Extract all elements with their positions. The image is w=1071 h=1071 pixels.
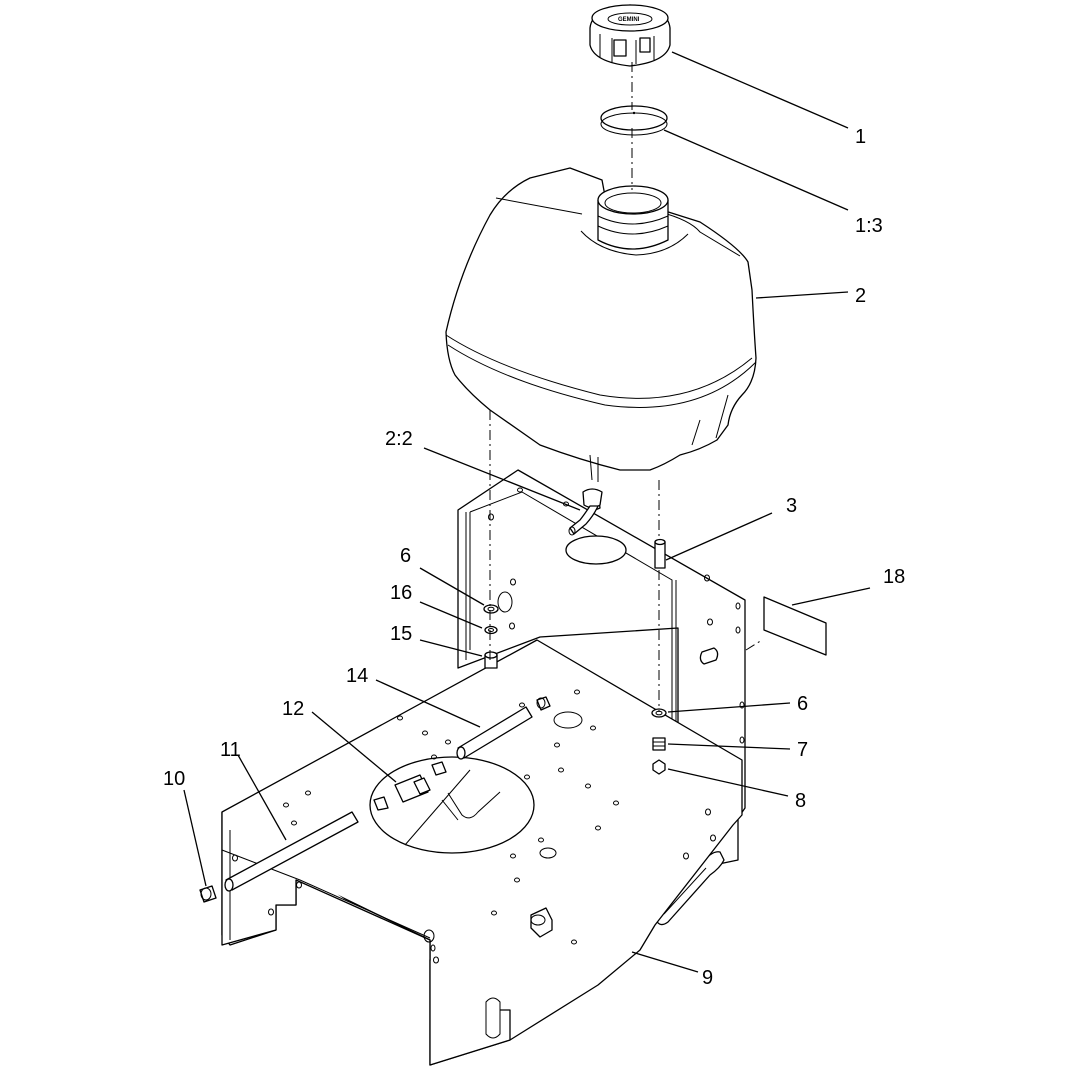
fuel-tank bbox=[445, 167, 757, 482]
cap-seal-disc bbox=[600, 105, 668, 136]
rear-wall-holes bbox=[488, 487, 745, 860]
frame-front-skirt bbox=[221, 812, 511, 1066]
left-fasteners bbox=[483, 604, 499, 669]
right-fasteners bbox=[651, 708, 667, 775]
frame-assembly bbox=[221, 469, 746, 1066]
alignment-lines bbox=[489, 62, 763, 712]
callout-2-2: 2:2 bbox=[385, 428, 413, 450]
base-holes bbox=[232, 689, 619, 964]
callout-15: 15 bbox=[390, 623, 412, 645]
callout-16: 16 bbox=[390, 582, 412, 604]
base-cutout bbox=[369, 756, 535, 854]
callout-1-3: 1:3 bbox=[855, 215, 883, 237]
fuel-line-assembly bbox=[199, 696, 551, 903]
vent-fitting bbox=[568, 488, 603, 536]
leader-lines bbox=[183, 51, 871, 973]
callout-14: 14 bbox=[346, 665, 368, 687]
tank-filler-neck bbox=[597, 185, 669, 250]
callout-10: 10 bbox=[163, 768, 185, 790]
callout-8: 8 bbox=[795, 790, 806, 812]
spacer-tube bbox=[654, 538, 666, 569]
callout-7: 7 bbox=[797, 739, 808, 761]
callout-6-right: 6 bbox=[797, 693, 808, 715]
callout-1: 1 bbox=[855, 126, 866, 148]
callout-11: 11 bbox=[220, 739, 241, 761]
cap-brand-marking: GEMINI bbox=[618, 17, 640, 23]
callout-18: 18 bbox=[883, 566, 905, 588]
fuel-cap: GEMINI bbox=[589, 4, 671, 67]
callout-3: 3 bbox=[786, 495, 797, 517]
callout-9: 9 bbox=[702, 967, 713, 989]
decal-plate bbox=[763, 596, 827, 656]
callout-6-left: 6 bbox=[400, 545, 411, 567]
callout-12: 12 bbox=[282, 698, 304, 720]
callout-2: 2 bbox=[855, 285, 866, 307]
callout-labels: 1 1:3 2 2:2 3 18 6 16 15 14 12 11 10 6 7… bbox=[163, 126, 905, 989]
